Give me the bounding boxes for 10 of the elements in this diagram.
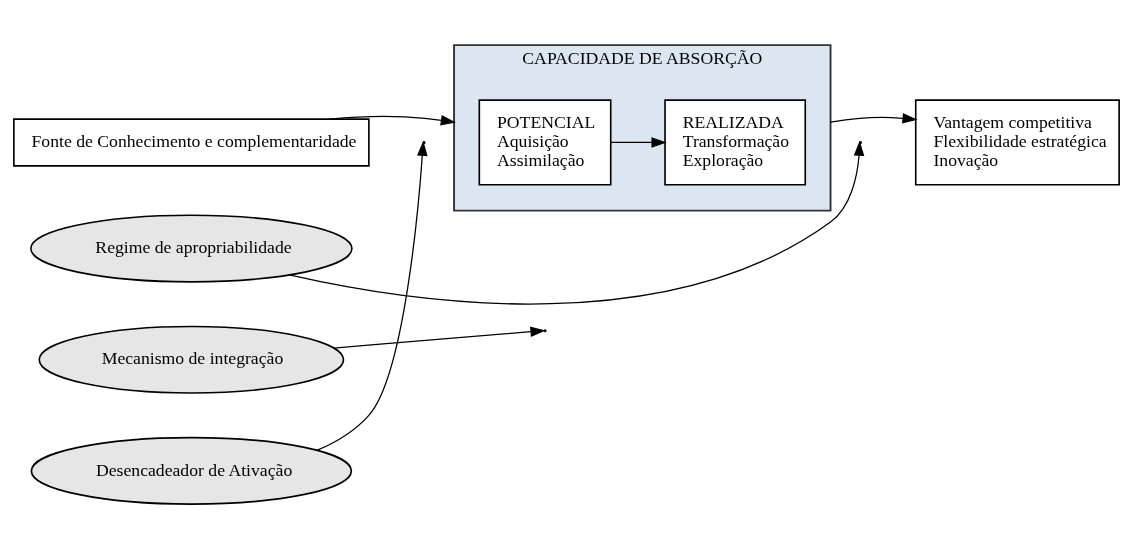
- node-ellipse: Mecanismo de integração: [38, 325, 345, 394]
- node-ellipse: Regime de apropriabilidade: [30, 213, 353, 283]
- arrow: [610, 136, 667, 148]
- node-ellipse: Desencadeador de Ativação: [30, 436, 353, 505]
- node-box: REALIZADA Transformação Exploração: [664, 98, 807, 186]
- node-box: Fonte de Conhecimento e complementaridade: [13, 117, 370, 167]
- arrow: [829, 112, 918, 124]
- node-box: Vantagem competitiva Flexibilidade estratégica Inovação: [914, 98, 1120, 186]
- node-box: POTENCIAL Aquisição Assimilação: [478, 98, 612, 186]
- arrow: [329, 114, 456, 126]
